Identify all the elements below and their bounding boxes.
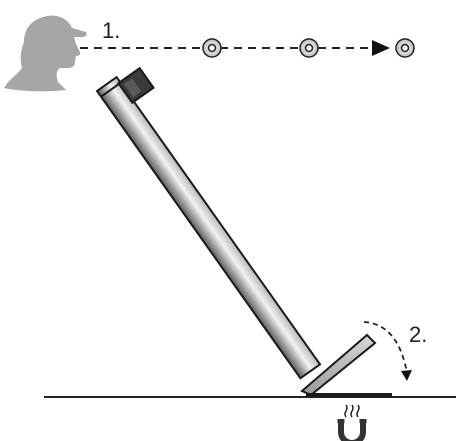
swing-arrow-icon — [363, 321, 412, 381]
sensor-box — [117, 66, 155, 105]
observer-head-icon — [4, 15, 87, 92]
sight-arrowhead — [372, 40, 390, 56]
sight-target-2 — [299, 38, 319, 58]
field-waves-icon — [344, 404, 360, 418]
step-1-label: 1. — [102, 18, 120, 43]
sight-target-1 — [202, 38, 222, 58]
sight-line — [80, 40, 390, 56]
sight-target-3 — [395, 38, 415, 58]
contact-mat — [306, 393, 392, 397]
magnet-icon — [337, 419, 367, 441]
tilted-pole — [95, 66, 322, 380]
step-2-label: 2. — [409, 322, 427, 347]
